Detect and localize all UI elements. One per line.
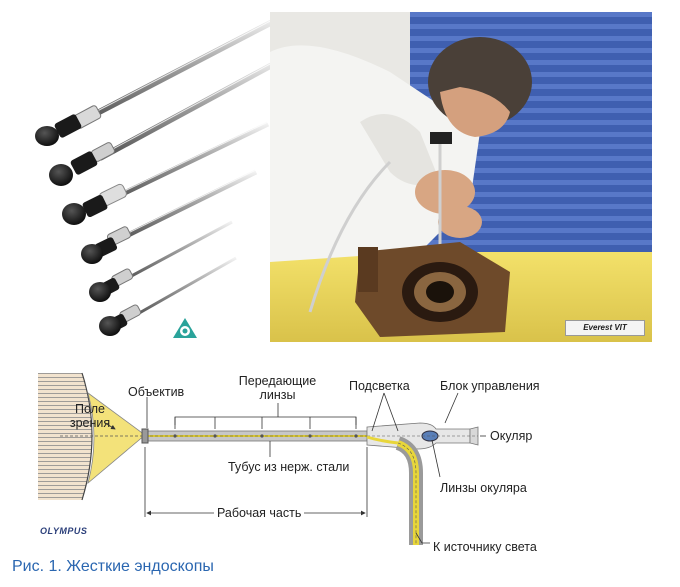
endoscope-5 bbox=[89, 220, 233, 302]
endoscope-4 bbox=[81, 169, 258, 264]
label-objective: Объектив bbox=[128, 385, 185, 399]
endoscope-1 bbox=[35, 19, 270, 146]
objective-lens bbox=[141, 428, 149, 444]
label-illumination: Подсветка bbox=[349, 379, 410, 393]
field-of-view-cone bbox=[87, 392, 146, 485]
label-eyepiece: Окуляр bbox=[490, 429, 533, 443]
label-control-unit: Блок управления bbox=[440, 379, 540, 393]
label-eyepiece-lenses: Линзы окуляра bbox=[440, 481, 527, 495]
endoscope-3 bbox=[62, 121, 270, 225]
endoscopes-photo bbox=[35, 19, 270, 338]
label-working-part: Рабочая часть bbox=[214, 506, 305, 520]
label-relay-lenses: Передающие линзы bbox=[238, 374, 317, 402]
label-light-source: К источнику света bbox=[433, 540, 537, 554]
triangle-logo-icon bbox=[173, 318, 197, 338]
endoscope-6 bbox=[99, 256, 237, 336]
inspection-photo bbox=[270, 12, 652, 342]
label-tube: Тубус из нерж. стали bbox=[228, 460, 350, 474]
observed-wall bbox=[38, 373, 92, 500]
everest-logo: Everest VIT bbox=[565, 320, 645, 336]
endoscope-diagram bbox=[38, 372, 486, 545]
endoscope-2 bbox=[49, 62, 270, 186]
label-field-of-view: Поле зрения bbox=[69, 402, 111, 430]
relay-lenses bbox=[173, 434, 358, 438]
olympus-logo: OLYMPUS bbox=[40, 526, 88, 536]
figure-caption: Рис. 1. Жесткие эндоскопы bbox=[12, 558, 214, 575]
